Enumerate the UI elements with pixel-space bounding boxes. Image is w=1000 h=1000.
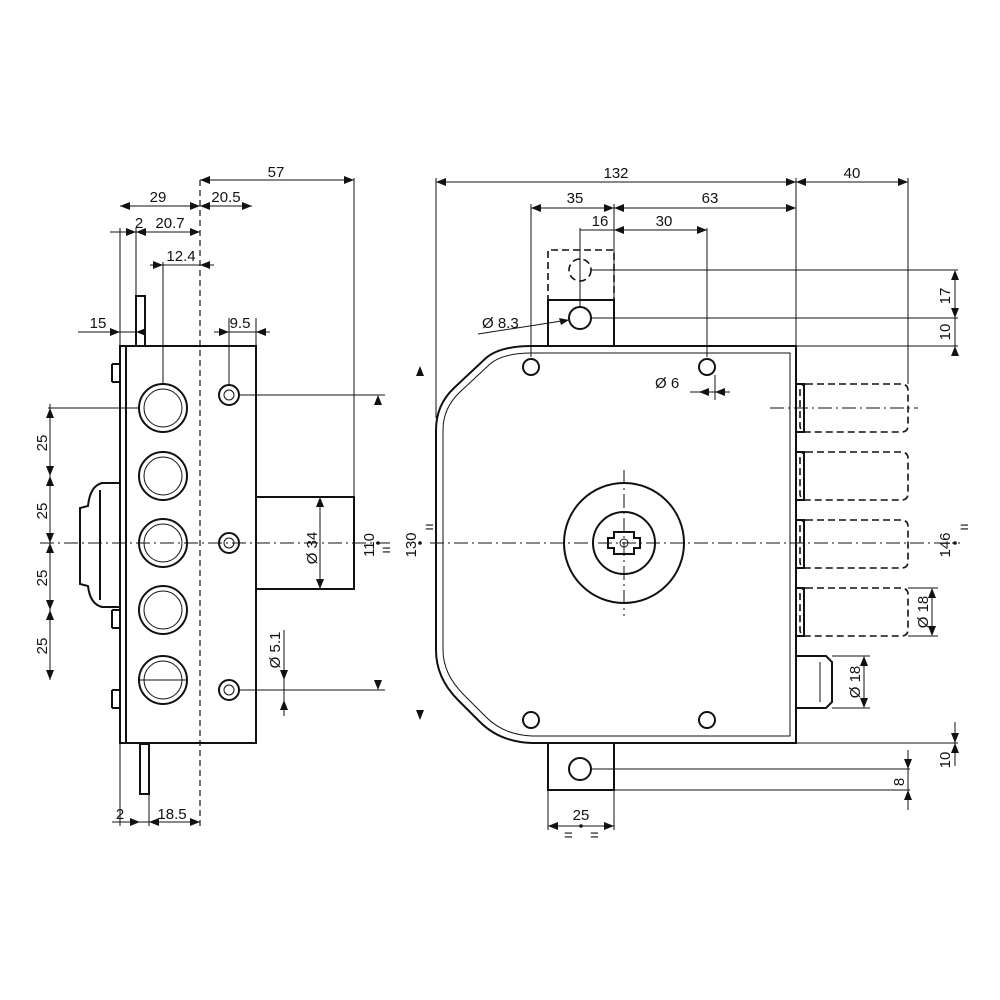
dim-25-pitch-2: 25 <box>34 503 51 520</box>
dim-2-bottom: 2 <box>116 806 124 823</box>
symmetry-mark-146: = <box>960 519 969 536</box>
symmetry-mark-110: = <box>382 542 391 559</box>
dim-screw-dia: Ø 5.1 <box>267 632 284 669</box>
top-plate-tab <box>135 295 146 349</box>
dim-2-top: 2 <box>135 215 143 232</box>
dim-18-5: 18.5 <box>157 806 186 823</box>
lock-body-front <box>435 345 797 744</box>
dim-15: 15 <box>90 315 107 332</box>
symmetry-mark-25-left: = <box>564 827 573 844</box>
latch <box>795 655 833 709</box>
dim-8: 8 <box>891 778 908 786</box>
dim-35: 35 <box>567 190 584 207</box>
bolts-front <box>795 383 909 637</box>
dim-25-pitch-1: 25 <box>34 435 51 452</box>
key-slot-icon <box>607 531 641 555</box>
dim-10-bottom: 10 <box>937 752 954 769</box>
dim-63: 63 <box>702 190 719 207</box>
dim-146: 146 <box>937 532 954 557</box>
bottom-plate-tab <box>139 743 150 795</box>
side-view: 57 29 20.5 2 20.7 12.4 15 9.5 25 25 <box>34 164 391 828</box>
dim-25-pitch-3: 25 <box>34 570 51 587</box>
dim-9-5: 9.5 <box>230 315 251 332</box>
dim-130: 130 <box>403 532 420 557</box>
dim-110: 110 <box>361 533 378 557</box>
dim-132: 132 <box>603 165 628 182</box>
screw-holes-front <box>522 358 716 729</box>
dim-latch-dia: Ø 18 <box>847 666 864 699</box>
dim-10-top: 10 <box>937 324 954 341</box>
dim-bolt-dia: Ø 18 <box>915 596 932 629</box>
dim-12-4: 12.4 <box>166 248 195 265</box>
dim-40: 40 <box>844 165 861 182</box>
dim-25-bottom: 25 <box>573 807 590 824</box>
dim-hole-6: Ø 6 <box>655 375 679 392</box>
front-view: 132 40 35 63 16 30 Ø 8.3 Ø 6 17 10 130 = <box>403 165 969 844</box>
dim-20-5: 20.5 <box>211 189 240 206</box>
dim-17: 17 <box>937 288 954 305</box>
dim-57: 57 <box>268 164 285 181</box>
bottom-tab <box>547 743 615 791</box>
dim-29: 29 <box>150 189 167 206</box>
dim-20-7: 20.7 <box>155 215 184 232</box>
symmetry-mark-130: = <box>425 519 434 536</box>
dim-30: 30 <box>656 213 673 230</box>
dim-25-pitch-4: 25 <box>34 638 51 655</box>
dim-cylinder-dia: Ø 34 <box>304 532 321 565</box>
dim-16: 16 <box>592 213 609 230</box>
dim-hole-8-3: Ø 8.3 <box>482 315 519 332</box>
symmetry-mark-25-right: = <box>590 827 599 844</box>
